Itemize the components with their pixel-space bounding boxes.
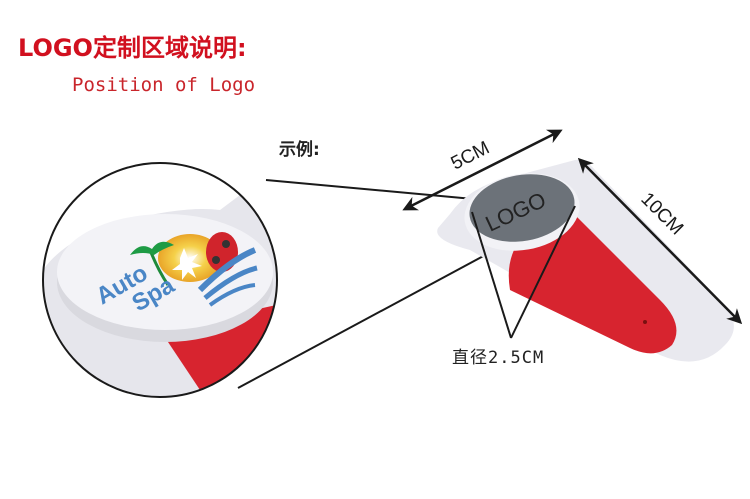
connector-line-bottom [237, 238, 516, 389]
title-english: Position of Logo [72, 74, 256, 96]
title-chinese: LOGO定制区域说明: [18, 34, 247, 62]
diameter-line-left [471, 211, 512, 339]
zoom-circle-outline [42, 162, 278, 398]
length-dimension-arrow [577, 157, 743, 325]
connector-line-top [265, 179, 496, 202]
diameter-label: 直径2.5CM [452, 348, 545, 368]
example-label: 示例: [279, 140, 320, 160]
diameter-line-right [510, 205, 576, 339]
product-image: LOGO [437, 159, 734, 362]
width-dimension-arrow [402, 129, 563, 211]
zoom-magnifier: Auto Spa [43, 163, 277, 397]
